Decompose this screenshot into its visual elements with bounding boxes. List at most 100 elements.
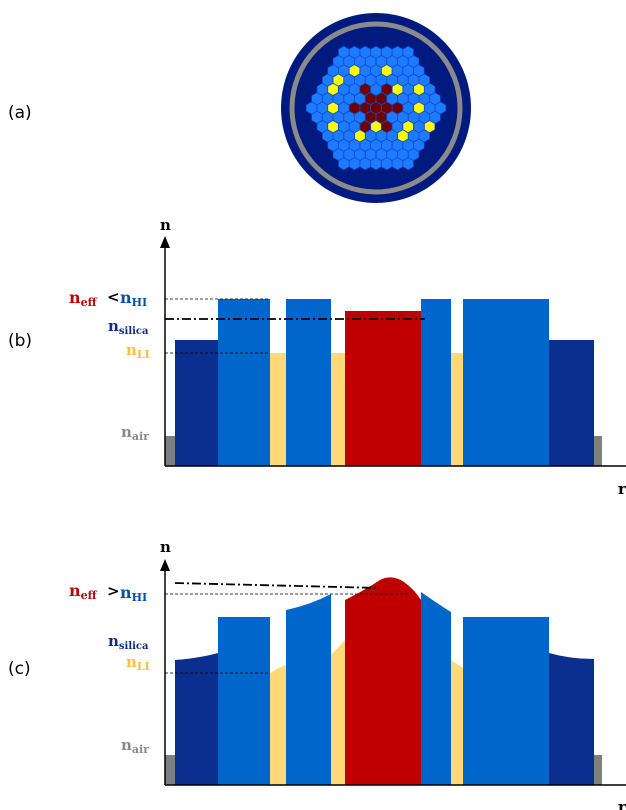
lattice-cell <box>338 157 350 171</box>
lattice-cell <box>424 101 436 115</box>
lattice-cell <box>322 92 334 106</box>
low-index-region <box>270 665 286 785</box>
low-index-rod <box>381 64 393 78</box>
air-region <box>165 436 175 466</box>
x-axis-label: r <box>618 480 626 498</box>
lattice-cell <box>327 64 339 78</box>
lattice-cell <box>386 73 398 87</box>
index-profile-b: n r neff < nHI nsilica nLI nair <box>69 216 626 498</box>
lattice-cell <box>370 157 382 171</box>
low-index-region <box>331 353 345 466</box>
lattice-cell <box>386 55 398 68</box>
hex-lattice <box>306 45 446 171</box>
high-index-region <box>218 299 270 466</box>
lattice-cell <box>402 64 414 78</box>
silica-region <box>549 653 594 785</box>
lattice-cell <box>397 73 409 87</box>
lattice-cell <box>408 148 420 161</box>
core-cell <box>381 120 393 133</box>
neff-line <box>174 582 381 589</box>
neff-label: neff <box>69 581 98 602</box>
lattice-cell <box>343 92 355 106</box>
lattice-cell <box>359 64 371 78</box>
lattice-cell <box>311 110 323 124</box>
low-index-rod <box>332 73 344 87</box>
lattice-cell <box>375 73 387 87</box>
lattice-cell <box>418 92 430 106</box>
low-index-region <box>451 660 463 785</box>
high-index-region <box>421 299 451 466</box>
low-index-region <box>331 640 345 785</box>
core-cell <box>370 101 382 115</box>
lattice-cell <box>359 138 371 152</box>
lattice-cell <box>338 83 350 96</box>
lattice-cell <box>391 138 403 152</box>
lattice-cell <box>413 64 425 78</box>
y-axis-label: n <box>160 538 171 556</box>
lattice-cell <box>408 110 420 124</box>
high-index-region <box>463 617 549 785</box>
lattice-cell <box>429 110 441 124</box>
lattice-cell <box>413 138 425 152</box>
lattice-cell <box>434 101 446 115</box>
nair-label: nair <box>121 423 149 443</box>
lattice-cell <box>332 129 344 143</box>
core-cell <box>375 110 387 124</box>
core-cell <box>359 120 371 133</box>
low-index-rod <box>349 64 361 78</box>
lattice-cell <box>316 120 328 133</box>
lattice-cell <box>402 138 414 152</box>
lattice-cell <box>306 101 318 115</box>
nsilica-label: nsilica <box>108 317 149 337</box>
lattice-cell <box>349 83 361 96</box>
core-cell <box>375 92 387 106</box>
lattice-cell <box>316 83 328 96</box>
lattice-cell <box>418 73 430 87</box>
lattice-cell <box>370 64 382 78</box>
lattice-cell <box>349 120 361 133</box>
lattice-cell <box>397 92 409 106</box>
panel-label-c: (c) <box>8 659 31 679</box>
lattice-cell <box>332 92 344 106</box>
silica-region <box>549 340 594 466</box>
lattice-cell <box>408 73 420 87</box>
nair-label: nair <box>121 736 149 756</box>
core-cell <box>349 101 361 115</box>
lattice-cell <box>359 157 371 171</box>
lattice-cell <box>386 148 398 161</box>
lattice-cell <box>413 120 425 133</box>
lattice-cell <box>322 73 334 87</box>
lattice-cell <box>354 110 366 124</box>
lattice-cell <box>354 73 366 87</box>
lattice-cell <box>391 64 403 78</box>
y-axis-arrow <box>160 559 170 571</box>
lattice-cell <box>424 83 436 96</box>
lattice-cell <box>343 148 355 161</box>
lattice-cell <box>370 83 382 96</box>
index-profile-c: n r neff > nHI nsilica nLI nair <box>69 538 626 810</box>
nsilica-label: nsilica <box>108 632 149 652</box>
silica-region <box>175 653 218 785</box>
lattice-cell <box>354 92 366 106</box>
low-index-rod <box>397 129 409 143</box>
low-index-rod <box>413 101 425 115</box>
low-index-rod <box>327 101 339 115</box>
lattice-cell <box>381 45 393 59</box>
low-index-region <box>451 353 463 466</box>
lattice-cell <box>391 45 403 59</box>
low-index-rod <box>327 120 339 133</box>
air-region <box>594 436 602 466</box>
lattice-cell <box>316 101 328 115</box>
lattice-cell <box>311 92 323 106</box>
core-cell <box>359 83 371 96</box>
lattice-cell <box>338 45 350 59</box>
lattice-cell <box>397 55 409 68</box>
panel-label-b: (b) <box>8 331 33 351</box>
lattice-cell <box>365 148 377 161</box>
low-index-region <box>270 353 286 466</box>
lattice-cell <box>408 55 420 68</box>
fiber-ring <box>289 21 463 195</box>
high-index-region <box>286 299 331 466</box>
lattice-cell <box>365 73 377 87</box>
lattice-cell <box>386 110 398 124</box>
